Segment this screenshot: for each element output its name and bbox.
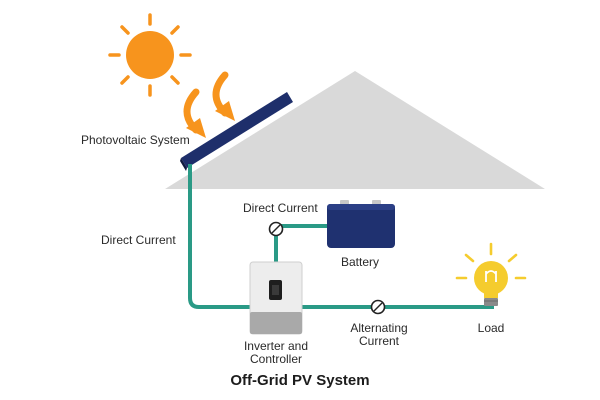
direct-current-label: Direct Current xyxy=(101,233,176,247)
house-roof xyxy=(165,71,545,189)
dc-wire-panel xyxy=(188,164,250,309)
alternating-current-label-line2: Current xyxy=(358,334,399,348)
load-label: Load xyxy=(477,321,505,335)
light-bulb-icon xyxy=(455,242,527,306)
sunlight-arrow-icon xyxy=(212,71,235,121)
dc-wire-battery xyxy=(274,224,330,262)
ac-wire-load xyxy=(302,298,494,309)
solar-panel-icon xyxy=(180,92,293,171)
inverter-icon xyxy=(249,261,303,335)
sunlight-arrow-icon xyxy=(183,88,206,138)
diagram-title: Off-Grid PV System xyxy=(230,372,370,389)
photovoltaic-system-label: Photovoltaic System xyxy=(81,133,190,147)
battery-label: Battery xyxy=(341,255,380,269)
sun-icon xyxy=(108,13,192,97)
inverter-label-line1: Inverter and xyxy=(243,339,309,353)
alternating-current-label-line1: Alternating xyxy=(350,321,408,335)
battery-icon xyxy=(327,200,395,248)
battery-direct-current-label: Direct Current xyxy=(243,201,318,215)
inverter-label-line2: Controller xyxy=(249,352,303,366)
meter-icon xyxy=(370,299,386,315)
meter-icon xyxy=(268,221,284,237)
